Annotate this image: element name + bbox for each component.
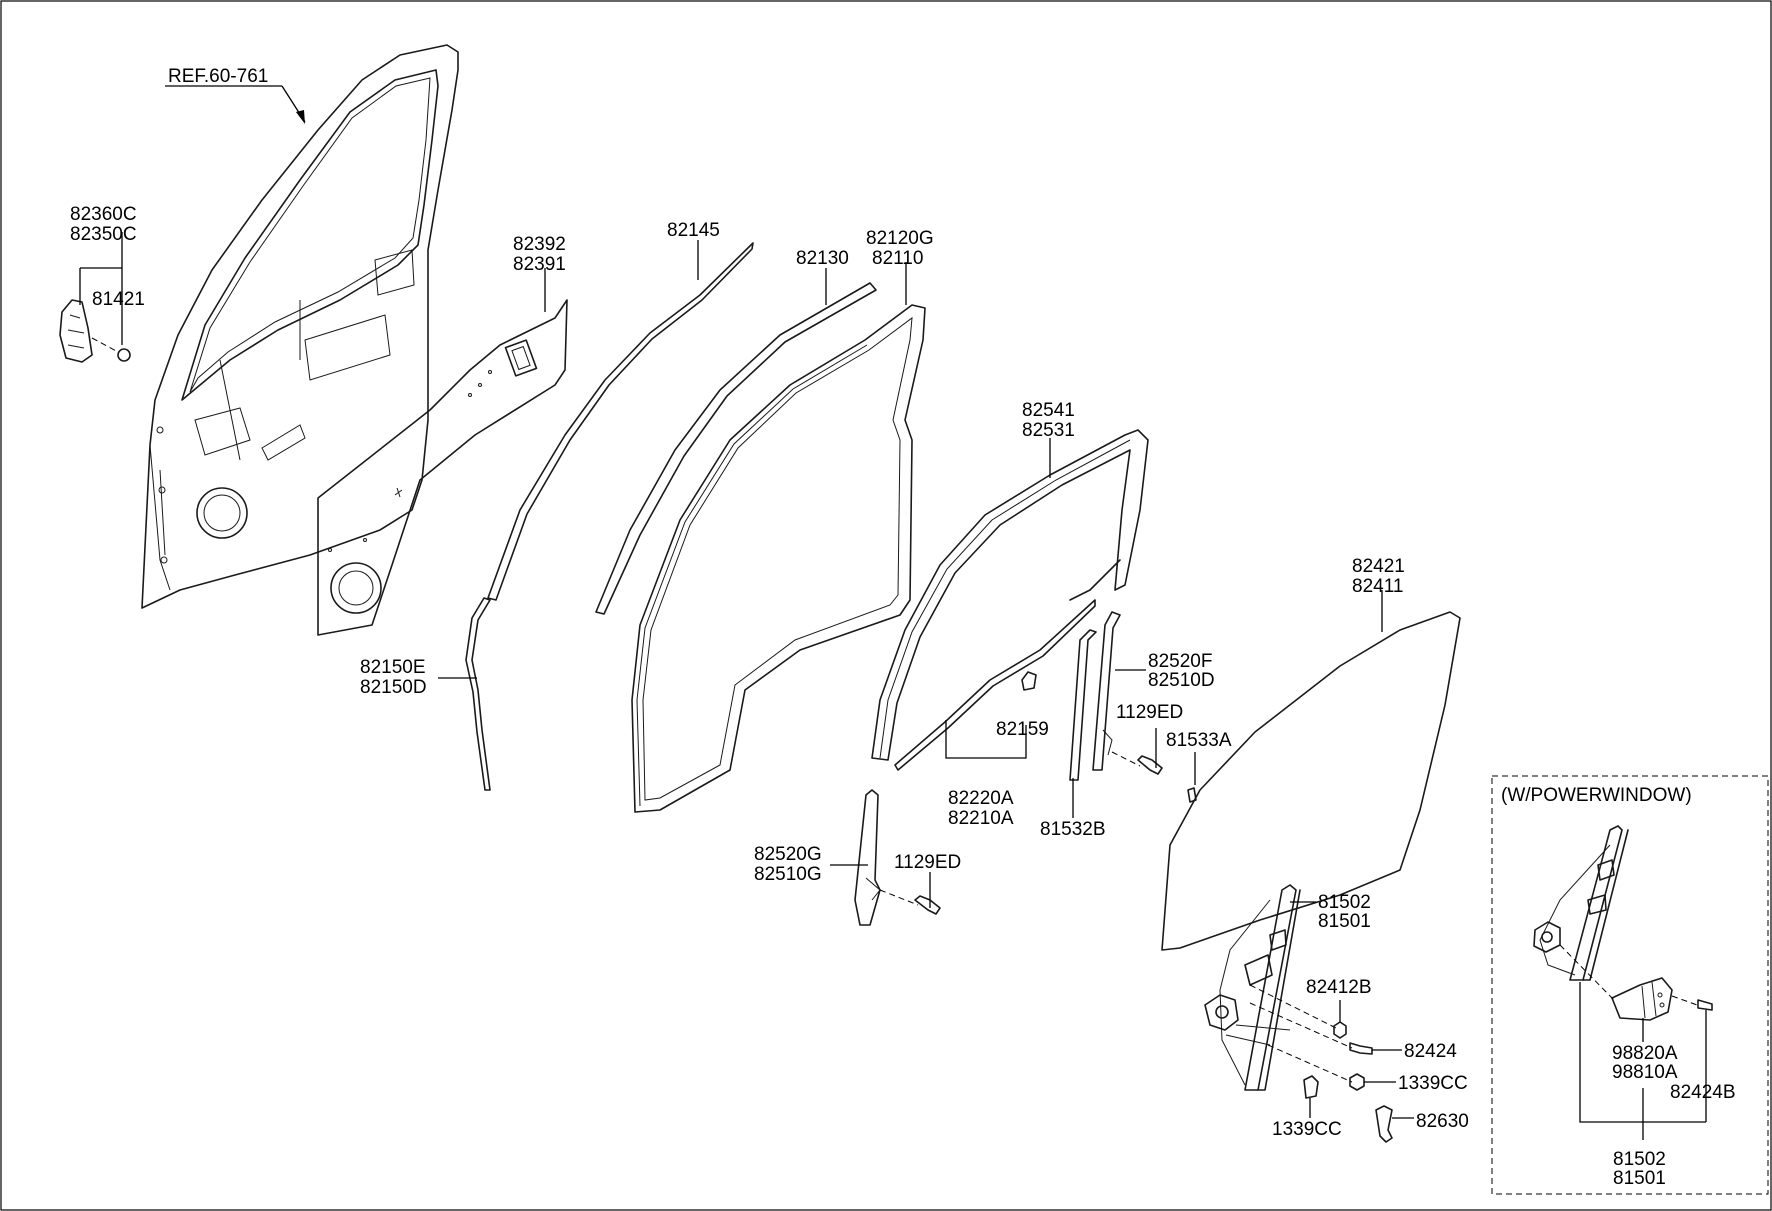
- checker-leader: [79, 232, 123, 345]
- label-81501-power: 81501: [1613, 1168, 1666, 1189]
- rear-channel: [1069, 629, 1097, 781]
- clip-82159: [1021, 671, 1037, 691]
- label-82510G: 82510G: [754, 864, 822, 885]
- motor-dash: [1559, 944, 1615, 1001]
- label-82350C: 82350C: [70, 224, 137, 245]
- door-checker: [59, 299, 131, 363]
- label-81502-manual: 81502: [1318, 892, 1371, 913]
- label-98810A: 98810A: [1612, 1062, 1678, 1083]
- door-glass: [1161, 611, 1461, 951]
- label-82159: 82159: [996, 719, 1049, 740]
- label-82210A: 82210A: [948, 808, 1014, 829]
- power-window-box: [1491, 775, 1769, 1195]
- door-shell: [141, 44, 459, 609]
- nut-82412B: [1333, 1021, 1347, 1039]
- label-82145: 82145: [667, 220, 720, 241]
- power-regulator: [1533, 825, 1629, 981]
- label-1129ED-upper: 1129ED: [1116, 702, 1183, 723]
- front-channel-bracket: [1102, 729, 1113, 756]
- regulator-handle: [1375, 1105, 1393, 1143]
- ref-label: REF.60-761: [168, 66, 268, 87]
- power-window-label: (W/POWERWINDOW): [1501, 785, 1692, 806]
- nut-1339CC-dash: [1267, 1044, 1353, 1083]
- screw-82424B-dash: [1671, 995, 1701, 1007]
- label-81532B: 81532B: [1040, 819, 1106, 840]
- label-82424B: 82424B: [1670, 1082, 1736, 1103]
- bolt-82424-dash: [1249, 1002, 1353, 1049]
- label-82220A: 82220A: [948, 788, 1014, 809]
- manual-regulator: [1204, 884, 1301, 1091]
- door-weatherstrip: [631, 304, 926, 813]
- label-82520G: 82520G: [754, 844, 822, 865]
- inner-glass-strip-leader: [945, 720, 1027, 759]
- label-82391: 82391: [513, 254, 566, 275]
- lower-channel: [854, 789, 881, 926]
- label-82392: 82392: [513, 234, 566, 255]
- label-82520F: 82520F: [1148, 651, 1212, 672]
- power-window-motor: [1611, 977, 1673, 1021]
- bolt-1129ED-upper: [1137, 755, 1163, 775]
- label-1129ED-lower: 1129ED: [894, 852, 961, 873]
- label-82110: 82110: [872, 248, 923, 269]
- label-82120G: 82120G: [866, 228, 934, 249]
- label-82130: 82130: [796, 248, 849, 269]
- inner-glass-strip: [894, 599, 1096, 771]
- label-82360C: 82360C: [70, 204, 137, 225]
- label-82541: 82541: [1022, 400, 1075, 421]
- label-82510D: 82510D: [1148, 670, 1215, 691]
- label-82412B: 82412B: [1306, 977, 1372, 998]
- label-81502-power: 81502: [1613, 1149, 1666, 1170]
- label-81501-manual: 81501: [1318, 911, 1371, 932]
- bolt-1129ED-upper-dash: [1111, 751, 1141, 767]
- label-81533A: 81533A: [1166, 730, 1232, 751]
- label-98820A: 98820A: [1612, 1043, 1678, 1064]
- power-regulator-leader: [1579, 982, 1706, 1140]
- door-trim-panel: [317, 299, 568, 636]
- label-82424: 82424: [1404, 1041, 1457, 1062]
- bolt-1129ED-lower-dash: [879, 889, 919, 906]
- glass-run-channel: [871, 429, 1149, 761]
- label-81421: 81421: [92, 289, 145, 310]
- nut-82412B-dash: [1249, 984, 1337, 1029]
- belt-weatherstrip: [487, 242, 754, 601]
- nut-1339CC-right: [1349, 1073, 1365, 1091]
- pad-81533A: [1187, 787, 1197, 803]
- lower-weatherstrip: [465, 597, 491, 791]
- screw-82424B: [1697, 999, 1713, 1011]
- bolt-1129ED-lower: [914, 895, 941, 915]
- inner-belt-weatherstrip: [595, 282, 877, 615]
- bolt-82424: [1349, 1042, 1373, 1055]
- bolt-dash: [91, 337, 119, 353]
- label-1339CC-left: 1339CC: [1272, 1119, 1342, 1140]
- front-channel-upper: [1092, 611, 1121, 771]
- ref-arrowhead: [296, 110, 305, 124]
- label-82421: 82421: [1352, 556, 1405, 577]
- label-82531: 82531: [1022, 420, 1075, 441]
- label-82630: 82630: [1416, 1111, 1469, 1132]
- label-82150D: 82150D: [360, 677, 427, 698]
- label-1339CC-right: 1339CC: [1398, 1073, 1468, 1094]
- label-82411: 82411: [1352, 576, 1403, 597]
- nut-1339CC-left: [1303, 1075, 1319, 1099]
- label-82150E: 82150E: [360, 657, 426, 678]
